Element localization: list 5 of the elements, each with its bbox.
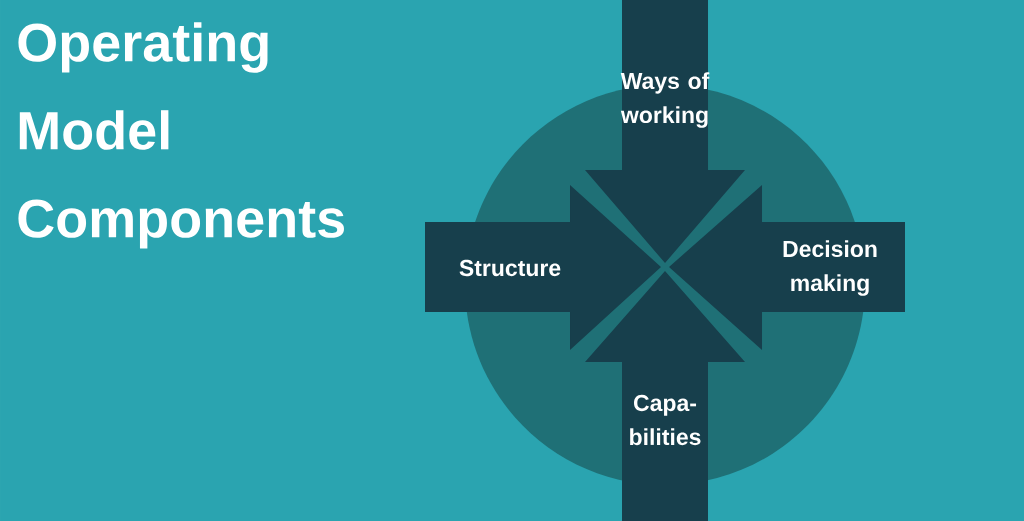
node-label: Capa- bilities [630, 394, 701, 446]
node-label: Decision making [783, 240, 877, 296]
node-label: Ways of working [620, 72, 710, 128]
node-label: Structure [459, 259, 561, 277]
title: Operating Model Components [18, 22, 344, 249]
